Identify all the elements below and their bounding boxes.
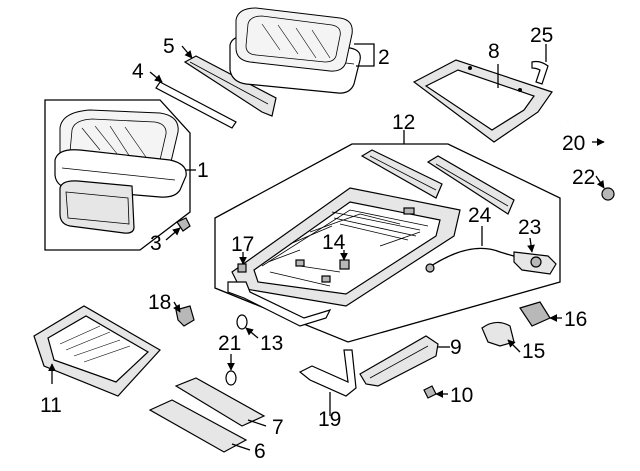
switch-part-18 <box>173 301 195 327</box>
callout-20: 20 <box>562 132 585 155</box>
group-outline-12 <box>214 130 561 343</box>
callout-8: 8 <box>488 40 500 63</box>
callout-25: 25 <box>530 24 553 47</box>
bracket-part-14 <box>339 250 350 270</box>
bracket-part-9 <box>359 335 450 387</box>
strip-part-4 <box>149 71 237 129</box>
sunshade-panel-8 <box>412 59 553 143</box>
sunroof-frame <box>231 187 461 307</box>
trim-panel-6 <box>148 399 251 453</box>
guide-rail-lower <box>227 281 332 327</box>
oval-part-21 <box>225 354 237 386</box>
callout-18: 18 <box>148 291 171 314</box>
callout-2: 2 <box>378 46 390 69</box>
callout-7: 7 <box>272 416 284 439</box>
seal-part-5 <box>181 45 277 117</box>
grommet-22 <box>595 175 615 201</box>
callout-10: 10 <box>450 384 473 407</box>
callout-19: 19 <box>318 408 341 431</box>
callout-11: 11 <box>40 394 62 417</box>
callout-17: 17 <box>231 233 254 256</box>
motor-part-23 <box>513 237 557 275</box>
callout-12: 12 <box>392 111 415 134</box>
callout-6: 6 <box>254 440 266 463</box>
frame-part-11 <box>33 305 161 397</box>
hose-part-25 <box>531 44 549 85</box>
callout-1: 1 <box>197 159 209 182</box>
callout-14: 14 <box>322 231 346 254</box>
callout-5: 5 <box>163 35 175 58</box>
glass-panel-assembly <box>54 109 187 234</box>
callout-16: 16 <box>564 308 587 331</box>
callout-9: 9 <box>450 336 462 359</box>
clip-part-10 <box>423 385 448 399</box>
trim-panel-7 <box>174 377 267 427</box>
callout-21: 21 <box>218 332 241 355</box>
callout-15: 15 <box>522 340 545 363</box>
drain-tube-20 <box>567 118 610 191</box>
callout-23: 23 <box>518 216 541 239</box>
callout-4: 4 <box>132 60 144 83</box>
callout-24: 24 <box>468 204 492 227</box>
callout-22: 22 <box>572 166 595 189</box>
rail-part-19 <box>298 349 357 416</box>
cover-part-16 <box>519 301 562 327</box>
cover-part-15 <box>481 321 521 353</box>
clip-part-3 <box>165 217 191 241</box>
callout-13: 13 <box>260 332 283 355</box>
clip-part-17 <box>237 252 247 273</box>
glass-panels-2 <box>229 7 375 94</box>
callout-3: 3 <box>150 232 162 255</box>
ring-part-13 <box>236 314 259 339</box>
deflector-rail <box>360 149 515 215</box>
group-outline-1 <box>44 99 191 251</box>
